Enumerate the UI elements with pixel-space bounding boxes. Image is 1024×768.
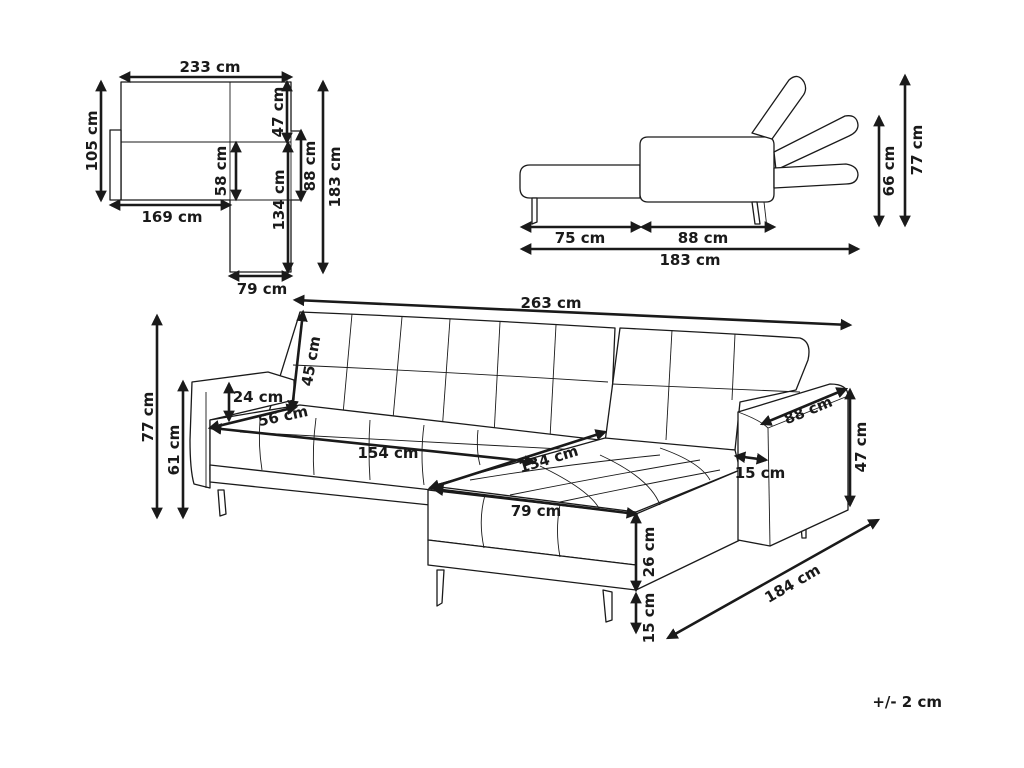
dim-134-top: 134 cm	[270, 169, 288, 230]
dim-88-top: 88 cm	[301, 141, 319, 192]
dim-233: 233 cm	[179, 58, 240, 76]
dim-105: 105 cm	[83, 110, 101, 171]
leg-front-right	[602, 589, 613, 623]
dim-15-bottom: 15 cm	[640, 593, 658, 644]
dim-79-top: 79 cm	[237, 280, 288, 298]
dim-24: 24 cm	[233, 388, 284, 406]
dim-61: 61 cm	[165, 425, 183, 476]
dim-15-right: 15 cm	[735, 464, 786, 482]
dim-169: 169 cm	[141, 208, 202, 226]
dim-58: 58 cm	[212, 146, 230, 197]
dim-183-side: 183 cm	[659, 251, 720, 269]
side-leg-right	[751, 201, 761, 225]
dim-77-main: 77 cm	[139, 392, 157, 443]
dim-263: 263 cm	[520, 294, 581, 312]
dim-47-main: 47 cm	[852, 422, 870, 473]
leg-front-left	[436, 569, 445, 607]
dim-66: 66 cm	[880, 146, 898, 197]
side-view-diagram: 75 cm 88 cm 183 cm 66 cm 77 cm	[519, 73, 926, 269]
dim-154: 154 cm	[357, 444, 418, 462]
side-back-flat	[773, 163, 859, 189]
backrest-right	[604, 327, 810, 451]
dim-183-top: 183 cm	[326, 146, 344, 207]
side-bed	[639, 136, 775, 203]
side-seat	[519, 164, 641, 199]
main-view-diagram: 263 cm 77 cm 61 cm 45 cm 24 cm 56 cm 154…	[139, 294, 881, 644]
dim-77-side: 77 cm	[908, 125, 926, 176]
dim-88-side: 88 cm	[678, 229, 729, 247]
top-view-diagram: 233 cm 105 cm 47 cm 58 cm 169 cm 134 cm …	[83, 58, 344, 298]
side-leg-left	[531, 197, 538, 225]
side-back-up	[751, 75, 807, 140]
tolerance-note: +/- 2 cm	[872, 693, 942, 711]
side-back-mid	[773, 115, 859, 171]
dim-79-main: 79 cm	[511, 502, 562, 520]
leg-back-left	[217, 489, 227, 517]
dim-47-top: 47 cm	[269, 87, 287, 138]
dim-26: 26 cm	[640, 527, 658, 578]
dim-75: 75 cm	[555, 229, 606, 247]
top-view-left-arm	[109, 129, 122, 201]
